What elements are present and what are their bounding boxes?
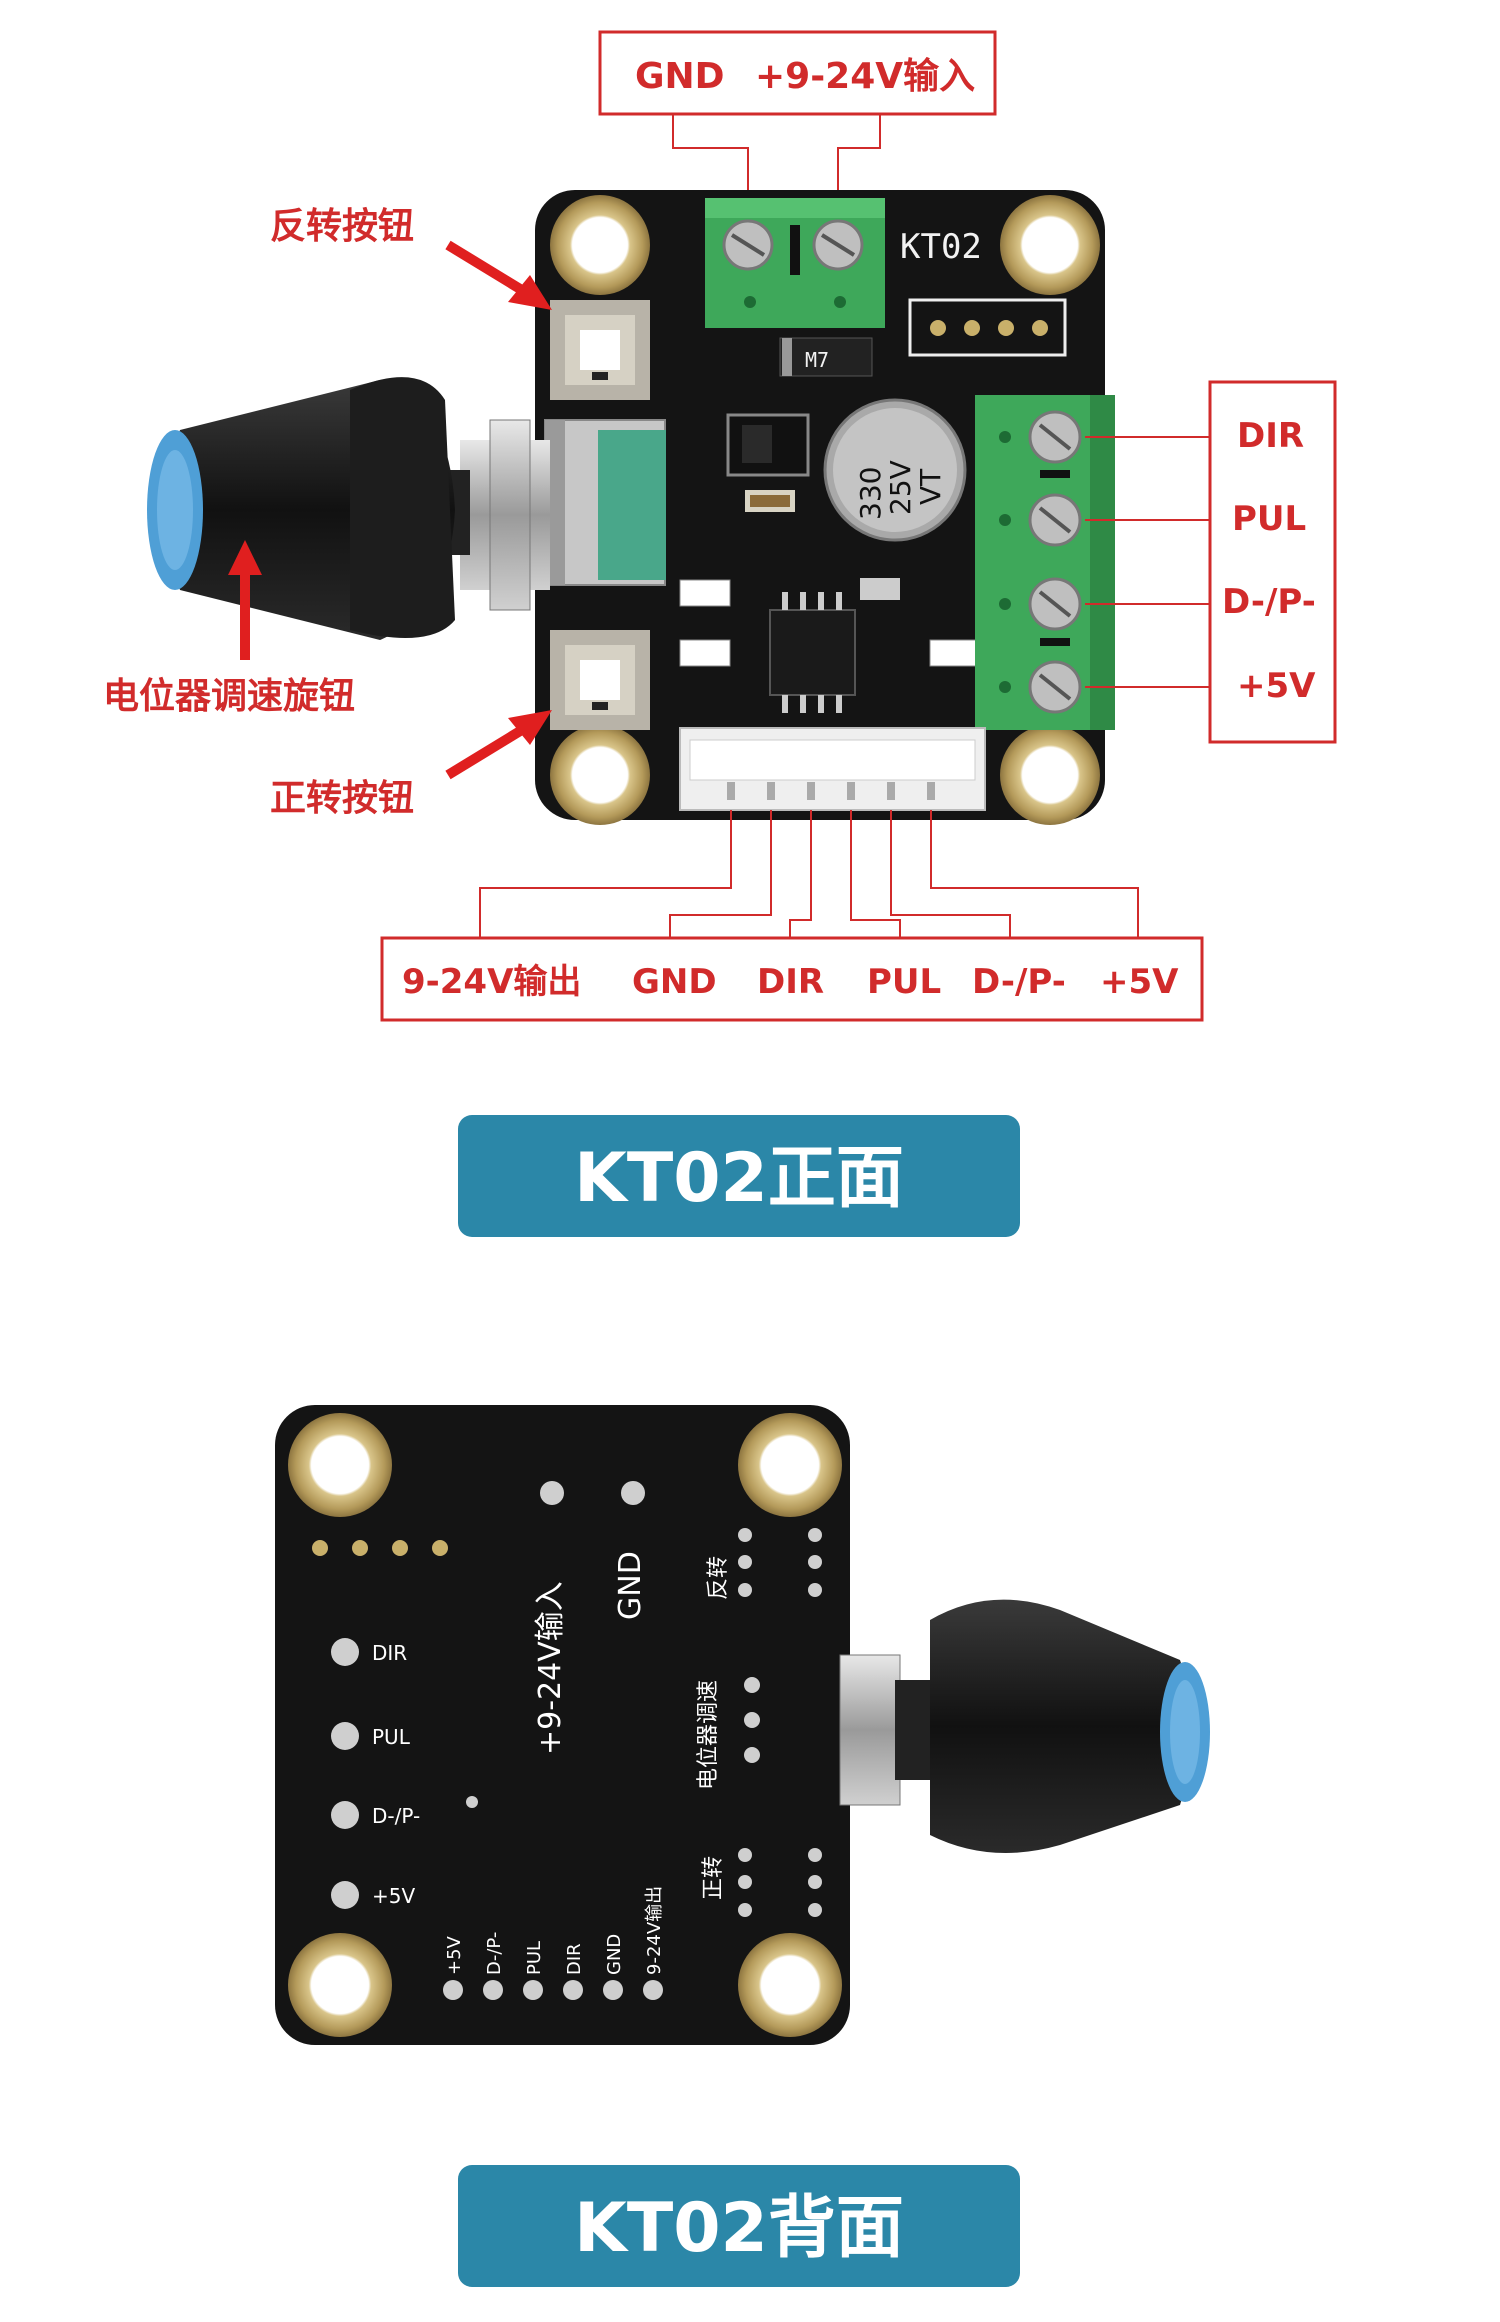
callout-reverse: 反转按钮: [270, 206, 552, 310]
back-silk-5v: +5V: [372, 1884, 415, 1908]
forward-button[interactable]: [550, 630, 650, 730]
bottom-label-vout: 9-24V输出: [402, 962, 581, 1002]
svg-text:M7: M7: [805, 348, 829, 372]
right-label-pul: PUL: [1232, 499, 1306, 539]
svg-text:VT: VT: [914, 468, 947, 505]
back-banner-text: KT02背面: [574, 2189, 904, 2268]
svg-text:PUL: PUL: [524, 1941, 545, 1975]
mounting-holes: [550, 195, 1100, 825]
output-label-box: 9-24V输出 GND DIR PUL D-/P- +5V: [380, 936, 1204, 1022]
svg-text:正转按钮: 正转按钮: [270, 778, 414, 819]
back-banner: KT02背面: [458, 2165, 1020, 2287]
potentiometer-knob[interactable]: [147, 377, 550, 640]
capacitor: 330 25V VT: [823, 398, 967, 542]
right-label-dp: D-/P-: [1222, 582, 1316, 622]
back-silk-forward: 正转: [701, 1856, 726, 1900]
back-pcb: [275, 1405, 850, 2045]
input-vin-label: +9-24V输入: [755, 56, 975, 97]
smd-components: [679, 413, 981, 667]
input-label-box: GND +9-24V输入: [598, 30, 997, 116]
front-banner-text: KT02正面: [574, 1139, 904, 1218]
back-pads: [312, 1481, 822, 2000]
back-bottom-pin-labels: +5V D-/P- PUL DIR GND 9-24V输出: [444, 1886, 665, 1975]
front-banner: KT02正面: [458, 1115, 1020, 1237]
bottom-label-dir: DIR: [757, 962, 824, 1002]
back-mounting-holes: [288, 1413, 842, 2037]
back-silk-vin: +9-24V输入: [533, 1581, 568, 1755]
arrow-forward: [445, 720, 533, 780]
bottom-label-gnd: GND: [632, 962, 717, 1002]
callout-forward: 正转按钮: [270, 710, 552, 819]
potentiometer-body: [544, 419, 666, 586]
back-silk-pot: 电位器调速: [696, 1680, 721, 1790]
board-model: KT02: [900, 227, 982, 267]
leader-gnd: [672, 114, 749, 228]
input-gnd-label: GND: [635, 56, 725, 97]
svg-text:330: 330: [854, 467, 887, 520]
pin-header-top: [908, 298, 1067, 357]
right-label-5v: +5V: [1237, 666, 1316, 706]
back-silk-dir: DIR: [372, 1641, 407, 1665]
back-silk-dp: D-/P-: [372, 1804, 420, 1828]
control-terminal-block: [975, 395, 1115, 730]
callout-pot: 电位器调速旋钮: [103, 540, 355, 717]
reverse-button[interactable]: [550, 300, 650, 400]
svg-text:D-/P-: D-/P-: [484, 1932, 505, 1975]
control-label-box: DIR PUL D-/P- +5V: [1208, 380, 1337, 744]
back-view: +9-24V输入 GND 反转 电位器调速 正转 DIR PUL D-/P- +…: [275, 1405, 1210, 2287]
xh-connector: [679, 727, 986, 811]
svg-text:反转按钮: 反转按钮: [270, 206, 414, 247]
front-view: GND +9-24V输入 KT02: [103, 30, 1337, 1237]
driver-ic: [769, 592, 856, 713]
back-silk-reverse: 反转: [706, 1556, 731, 1600]
bottom-label-5v: +5V: [1100, 962, 1179, 1002]
svg-text:25V: 25V: [884, 460, 917, 515]
right-label-dir: DIR: [1237, 416, 1304, 456]
svg-text:DIR: DIR: [564, 1943, 585, 1975]
bottom-label-dp: D-/P-: [972, 962, 1066, 1002]
svg-text:GND: GND: [604, 1934, 625, 1975]
bottom-leaders: [479, 810, 1139, 940]
svg-text:电位器调速旋钮: 电位器调速旋钮: [103, 676, 355, 717]
diode-m7: M7: [779, 337, 873, 377]
back-potentiometer-knob[interactable]: [839, 1599, 1210, 1853]
input-terminal-block: [705, 198, 885, 328]
svg-text:9-24V输出: 9-24V输出: [644, 1886, 665, 1975]
leader-vin: [837, 114, 881, 228]
arrow-reverse: [445, 240, 533, 300]
back-silk-gnd: GND: [613, 1551, 648, 1620]
back-silk-pul: PUL: [372, 1725, 411, 1749]
svg-text:+5V: +5V: [444, 1935, 465, 1975]
bottom-label-pul: PUL: [867, 962, 941, 1002]
